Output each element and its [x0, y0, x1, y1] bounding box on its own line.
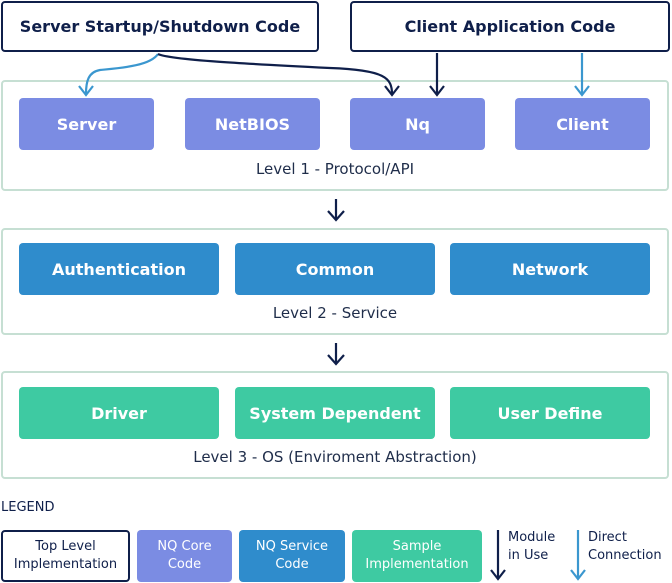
- module-server-label: Server: [56, 114, 117, 134]
- arrowhead-client-to-nq: [429, 85, 445, 97]
- module-authentication-label: Authentication: [52, 259, 186, 279]
- legend-module-in-use-label: Module in Use: [508, 530, 556, 563]
- client-app-label: Client Application Code: [404, 17, 616, 36]
- legend-nq-service-label: NQ Service Code: [255, 539, 329, 572]
- module-system-dependent-label: System Dependent: [249, 403, 421, 423]
- module-system-dependent: System Dependent: [235, 387, 435, 439]
- module-nq-label: Nq: [405, 114, 430, 134]
- module-common-label: Common: [295, 259, 375, 279]
- legend-module-in-use-arrowhead: [490, 569, 506, 581]
- legend-direct-connection-arrowhead: [570, 569, 586, 581]
- module-common: Common: [235, 243, 435, 295]
- level2-label: Level 2 - Service: [272, 304, 398, 322]
- legend-top-level: Top Level Implementation: [1, 530, 130, 582]
- level3-label: Level 3 - OS (Enviroment Abstraction): [193, 448, 477, 466]
- legend-top-level-label: Top Level Implementation: [13, 539, 118, 572]
- module-netbios: NetBIOS: [185, 98, 320, 150]
- legend-sample-label: Sample Implementation: [365, 539, 469, 572]
- legend-sample: Sample Implementation: [352, 530, 482, 582]
- level1-label: Level 1 - Protocol/API: [255, 160, 415, 178]
- module-network-label: Network: [511, 259, 589, 279]
- module-authentication: Authentication: [19, 243, 219, 295]
- module-netbios-label: NetBIOS: [214, 114, 291, 134]
- module-client-label: Client: [556, 114, 609, 134]
- legend-nq-core: NQ Core Code: [137, 530, 232, 582]
- client-app-box: Client Application Code: [350, 1, 670, 52]
- module-network: Network: [450, 243, 650, 295]
- legend-direct-connection-label: Direct Connection: [588, 530, 662, 563]
- legend-nq-core-label: NQ Core Code: [157, 539, 212, 572]
- arrowhead-client-to-client: [574, 85, 590, 97]
- module-driver-label: Driver: [91, 403, 147, 423]
- legend-title: LEGEND: [1, 500, 55, 515]
- server-startup-label: Server Startup/Shutdown Code: [19, 17, 301, 36]
- module-client: Client: [515, 98, 650, 150]
- arrowhead-level2-to-level3: [327, 354, 345, 366]
- arrow-startup-to-server: [84, 53, 159, 95]
- arrowhead-level1-to-level2: [327, 210, 345, 222]
- arrowhead-startup-to-server: [78, 85, 94, 97]
- module-nq: Nq: [350, 98, 485, 150]
- module-user-define-label: User Define: [497, 403, 603, 423]
- arrowhead-startup-to-nq: [384, 85, 400, 97]
- arrow-startup-to-nq: [157, 52, 394, 95]
- legend-nq-service: NQ Service Code: [239, 530, 345, 582]
- module-server: Server: [19, 98, 154, 150]
- module-driver: Driver: [19, 387, 219, 439]
- server-startup-box: Server Startup/Shutdown Code: [1, 1, 319, 52]
- module-user-define: User Define: [450, 387, 650, 439]
